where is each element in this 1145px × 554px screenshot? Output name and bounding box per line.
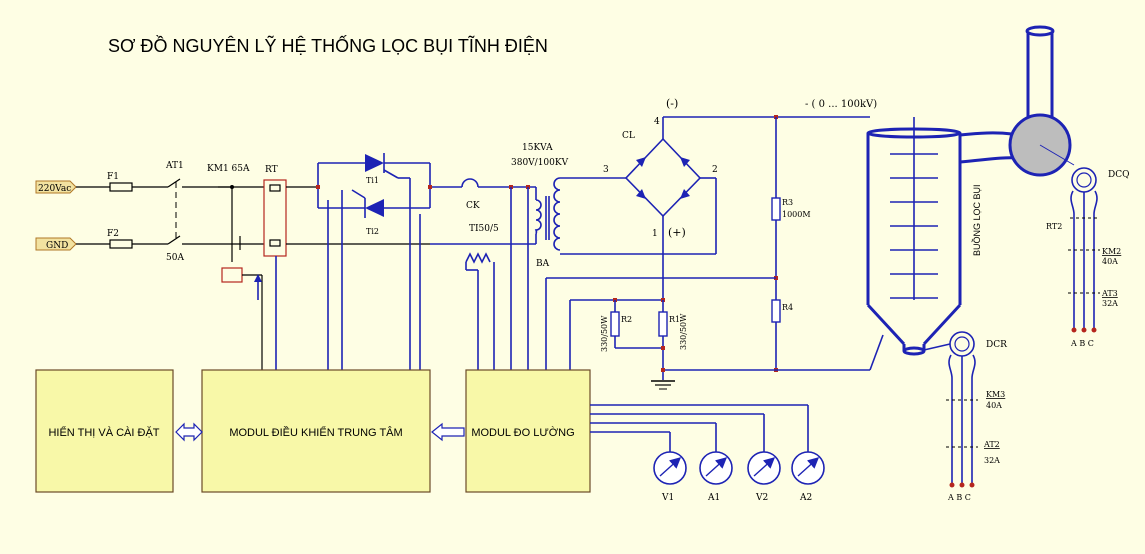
rapper-motor-dcr xyxy=(923,331,978,488)
module-display: HIỂN THỊ VÀ CÀI ĐẶT xyxy=(35,369,174,493)
input-wiring xyxy=(76,178,264,370)
exhaust-fan xyxy=(1008,25,1075,177)
label-ti1: Ti1 xyxy=(366,176,379,185)
label-dcq: DCQ xyxy=(1108,170,1129,180)
module-measure: MODUL ĐO LƯỜNG xyxy=(465,369,591,493)
label-r4: R4 xyxy=(782,303,793,312)
label-abc-left: A B C xyxy=(947,493,971,502)
label-r2: R2 xyxy=(621,315,632,324)
label-km3-rating: 40A xyxy=(986,401,1002,410)
dust-chamber xyxy=(866,117,1019,356)
label-at3: AT3 xyxy=(1101,289,1118,298)
label-dcr: DCR xyxy=(986,340,1007,350)
label-ba: BA xyxy=(536,259,550,269)
svg-text:220Vac: 220Vac xyxy=(38,184,71,194)
meter-v2: V2 xyxy=(747,451,781,503)
rt-thermal-relay xyxy=(263,179,430,257)
input-220vac: 220Vac xyxy=(35,180,77,194)
svg-text:HIỂN THỊ VÀ CÀI ĐẶT: HIỂN THỊ VÀ CÀI ĐẶT xyxy=(48,426,159,439)
label-ti2: Ti2 xyxy=(366,227,379,236)
label-node-minus: (-) xyxy=(666,97,678,110)
arrow-display-control xyxy=(175,422,203,442)
label-pin2: 2 xyxy=(712,165,718,175)
transformer-ba xyxy=(534,177,716,255)
arrow-measure-control xyxy=(431,422,465,442)
svg-text:GND: GND xyxy=(46,241,68,251)
meter-a2: A2 xyxy=(791,451,825,503)
current-transformer-ti xyxy=(465,252,495,370)
svg-text:MODUL ĐIỀU KHIỂN TRUNG TÂM: MODUL ĐIỀU KHIỂN TRUNG TÂM xyxy=(229,426,402,439)
label-rt: RT xyxy=(265,165,278,175)
module-control: MODUL ĐIỀU KHIỂN TRUNG TÂM xyxy=(201,369,431,493)
label-km2-rating: 40A xyxy=(1102,257,1118,266)
label-pin1: 1 xyxy=(652,229,658,239)
meter-a1: A1 xyxy=(699,451,733,503)
label-at2-rating: 32A xyxy=(984,456,1000,465)
label-r3-value: 1000M xyxy=(782,210,811,219)
svg-text:MODUL ĐO LƯỜNG: MODUL ĐO LƯỜNG xyxy=(471,426,574,439)
label-transformer-voltage: 380V/100KV xyxy=(511,158,569,168)
label-at2: AT2 xyxy=(983,440,1000,449)
label-r3: R3 xyxy=(782,198,793,207)
label-at1: AT1 xyxy=(165,161,184,171)
hv-output-and-divider xyxy=(545,115,884,390)
label-r1: R1 xyxy=(669,315,680,324)
fan-motor-dcq xyxy=(1068,167,1100,333)
label-at3-rating: 32A xyxy=(1102,299,1118,308)
choke-ck xyxy=(430,178,537,370)
label-ck: CK xyxy=(466,201,480,211)
label-km1: KM1 65A xyxy=(207,164,250,174)
label-r1-value: 330/50W xyxy=(679,313,688,350)
meter-v1: V1 xyxy=(653,451,687,503)
label-km2: KM2 xyxy=(1102,247,1121,256)
label-f2: F2 xyxy=(107,229,119,239)
svg-text:V2: V2 xyxy=(755,493,768,503)
input-gnd: GND xyxy=(35,237,77,251)
label-r2-value: 330/50W xyxy=(600,315,609,352)
label-ti505: TI50/5 xyxy=(469,224,499,234)
svg-text:V1: V1 xyxy=(661,493,674,503)
label-transformer-power: 15KVA xyxy=(522,143,553,153)
label-chamber: BUỒNG LỌC BỤI xyxy=(971,184,982,256)
label-abc-right: A B C xyxy=(1070,339,1094,348)
diagram-title: SƠ ĐỒ NGUYÊN LỸ HỆ THỐNG LỌC BỤI TĨNH ĐI… xyxy=(108,35,548,56)
label-node-plus: (+) xyxy=(668,226,686,239)
label-output-range: - ( 0 ... 100kV) xyxy=(805,99,877,110)
label-cl: CL xyxy=(622,131,635,141)
svg-text:A2: A2 xyxy=(799,493,812,503)
meter-wiring xyxy=(254,274,809,452)
svg-text:A1: A1 xyxy=(707,493,720,503)
label-pin3: 3 xyxy=(603,165,609,175)
label-at1-rating: 50A xyxy=(166,253,184,263)
bridge-rectifier-cl xyxy=(600,117,717,300)
thyristor-pair xyxy=(275,153,462,370)
label-f1: F1 xyxy=(107,172,119,182)
label-pin4: 4 xyxy=(654,117,660,127)
label-rt2: RT2 xyxy=(1046,222,1062,231)
label-km3: KM3 xyxy=(986,390,1005,399)
